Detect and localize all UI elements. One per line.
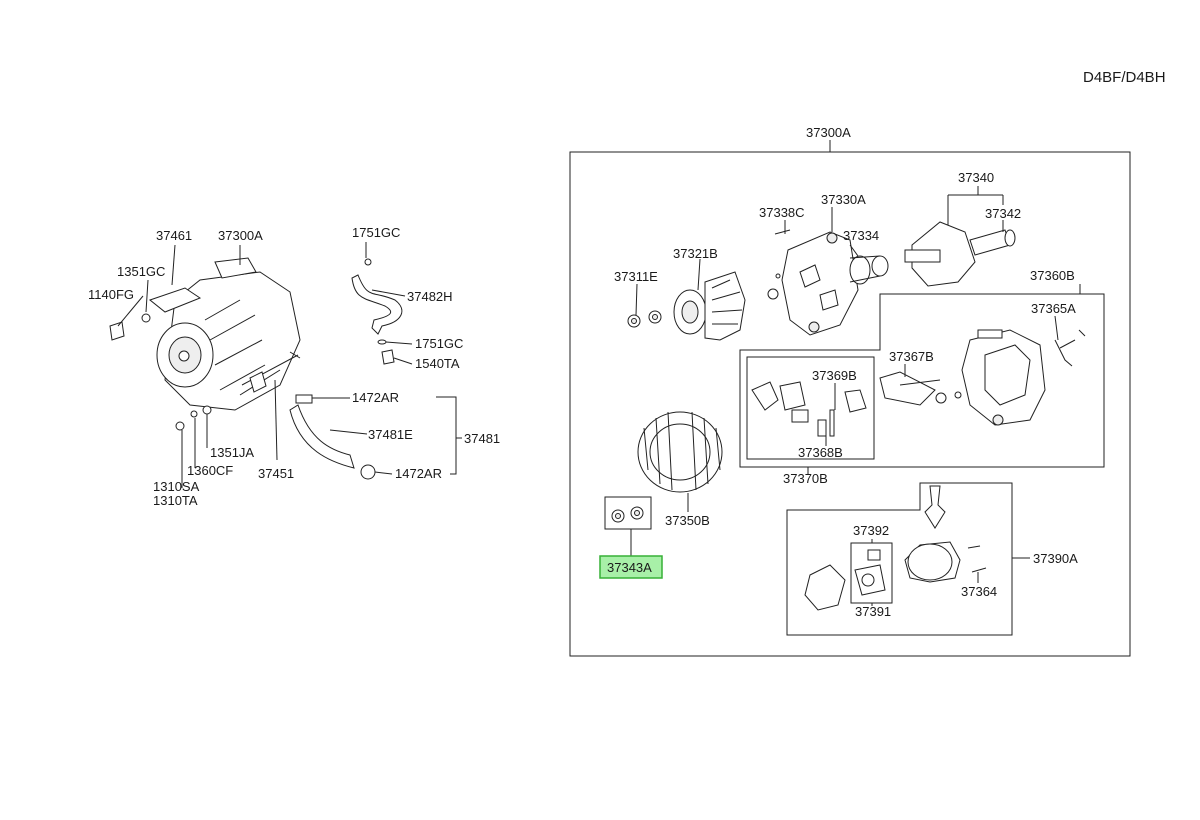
part-label-37391[interactable]: 37391: [855, 604, 891, 619]
rear-cover-frame: [786, 482, 1013, 636]
part-label-1472AR-bottom[interactable]: 1472AR: [395, 466, 442, 481]
part-label-1540TA[interactable]: 1540TA: [415, 356, 460, 371]
part-label-1351GC[interactable]: 1351GC: [117, 264, 165, 279]
part-label-1751GC-top[interactable]: 1751GC: [352, 225, 400, 240]
exploded-view-frame: [569, 151, 1131, 657]
part-label-37350B[interactable]: 37350B: [665, 513, 710, 528]
left-labels: 37461 37300A 1351GC 1140FG 1351JA 1360CF…: [88, 225, 500, 508]
part-label-37482H[interactable]: 37482H: [407, 289, 453, 304]
part-label-1751GC-bottom[interactable]: 1751GC: [415, 336, 463, 351]
right-labels: 37340 37342 37338C 37330A 37334 37321B 3…: [607, 170, 1078, 619]
part-label-37364[interactable]: 37364: [961, 584, 997, 599]
part-label-37370B[interactable]: 37370B: [783, 471, 828, 486]
part-label-37461[interactable]: 37461: [156, 228, 192, 243]
part-label-37368B[interactable]: 37368B: [798, 445, 843, 460]
part-label-37481E[interactable]: 37481E: [368, 427, 413, 442]
part-label-37343A[interactable]: 37343A: [607, 560, 652, 575]
part-label-1472AR-top[interactable]: 1472AR: [352, 390, 399, 405]
part-label-37334[interactable]: 37334: [843, 228, 879, 243]
part-label-37300A-left[interactable]: 37300A: [218, 228, 263, 243]
part-label-37311E[interactable]: 37311E: [614, 269, 658, 284]
part-label-1140FG[interactable]: 1140FG: [88, 287, 134, 302]
part-label-37321B[interactable]: 37321B: [673, 246, 718, 261]
left-leader-lines: [117, 242, 462, 488]
part-label-37367B[interactable]: 37367B: [889, 349, 934, 364]
part-label-37340[interactable]: 37340: [958, 170, 994, 185]
part-label-1351JA[interactable]: 1351JA: [210, 445, 254, 460]
part-label-37392[interactable]: 37392: [853, 523, 889, 538]
part-label-37481[interactable]: 37481: [464, 431, 500, 446]
part-label-1360CF[interactable]: 1360CF: [187, 463, 233, 478]
part-label-37338C[interactable]: 37338C: [759, 205, 805, 220]
part-label-37390A[interactable]: 37390A: [1033, 551, 1078, 566]
part-label-37360B[interactable]: 37360B: [1030, 268, 1075, 283]
exploded-parts-drawing: [611, 221, 1086, 611]
alternator-assembly-drawing: [109, 257, 403, 480]
part-label-37451[interactable]: 37451: [258, 466, 294, 481]
part-label-37342[interactable]: 37342: [985, 206, 1021, 221]
right-leader-lines: [630, 186, 1081, 606]
regulator-frame: [746, 356, 875, 460]
part-label-1310TA[interactable]: 1310TA: [153, 493, 198, 508]
brush-holder-frame: [739, 293, 1105, 468]
part-label-37369B[interactable]: 37369B: [812, 368, 857, 383]
selected-part-highlight: [599, 555, 663, 579]
bushing-frame: [604, 496, 652, 530]
part-label-37300A-top[interactable]: 37300A: [806, 125, 851, 140]
engine-code-label: D4BF/D4BH: [1083, 69, 1166, 86]
part-label-1310SA[interactable]: 1310SA: [153, 479, 200, 494]
part-label-37365A[interactable]: 37365A: [1031, 301, 1076, 316]
part-label-37330A[interactable]: 37330A: [821, 192, 866, 207]
